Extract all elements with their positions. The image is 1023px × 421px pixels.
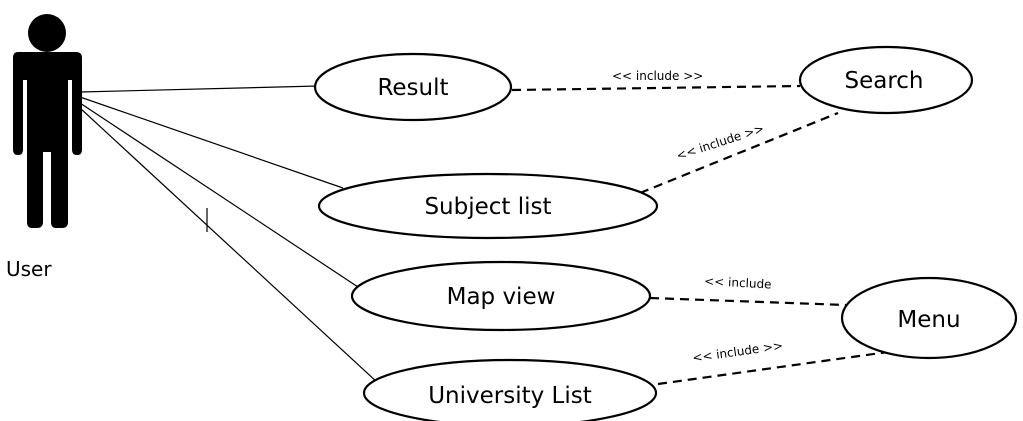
association-subject-list xyxy=(79,96,344,189)
usecase-map-view[interactable]: Map view xyxy=(350,260,652,332)
usecase-university-list-label: University List xyxy=(428,383,592,409)
usecase-search[interactable]: Search xyxy=(798,45,974,115)
include-label-subject-search: << include >> xyxy=(675,121,766,163)
include-line-university-menu xyxy=(657,350,889,386)
usecase-menu[interactable]: Menu xyxy=(840,276,1018,360)
include-label-result-search: << include >> xyxy=(612,69,703,83)
include-label-university-menu: << include >> xyxy=(691,338,783,365)
user-actor-icon xyxy=(13,14,82,228)
include-line-subject-search xyxy=(639,111,839,195)
association-result xyxy=(79,85,319,93)
usecase-subject-list-label: Subject list xyxy=(424,194,551,220)
usecase-result[interactable]: Result xyxy=(313,52,513,122)
association-map-view xyxy=(79,102,359,288)
usecase-menu-label: Menu xyxy=(897,307,960,333)
usecase-map-view-label: Map view xyxy=(447,284,556,310)
association-university-list xyxy=(79,107,379,384)
usecase-result-label: Result xyxy=(377,75,448,101)
include-line-map-menu xyxy=(649,296,847,307)
include-line-result-search xyxy=(511,84,801,92)
usecase-subject-list[interactable]: Subject list xyxy=(317,172,659,240)
include-label-map-menu: << include xyxy=(704,274,772,292)
usecase-search-label: Search xyxy=(844,68,923,94)
actor-label: User xyxy=(6,257,52,281)
usecase-university-list[interactable]: University List xyxy=(362,358,658,421)
